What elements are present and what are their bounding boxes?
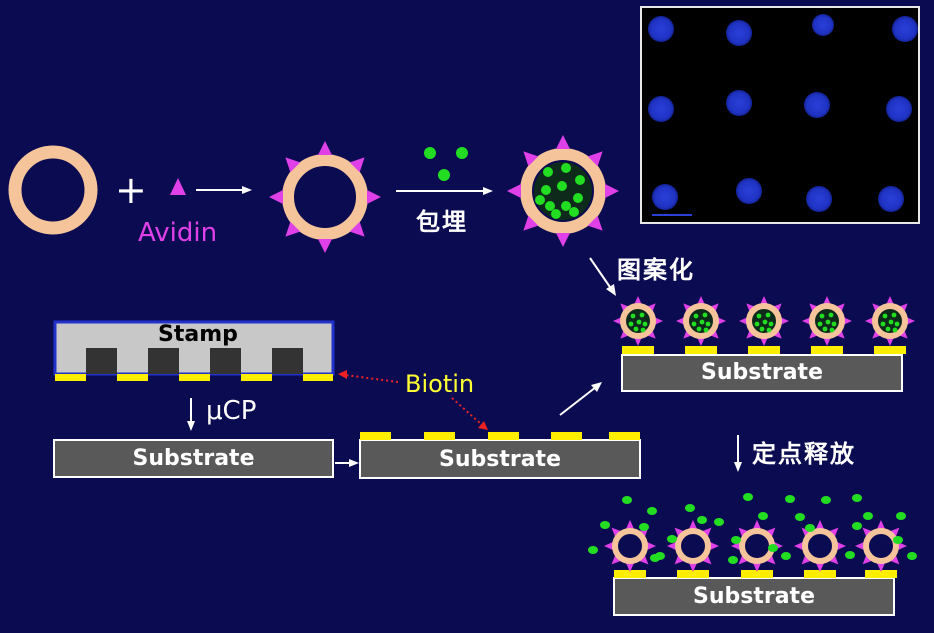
liposome-avidin	[282, 154, 368, 240]
micrograph-spot	[652, 184, 678, 210]
substrate-2	[359, 439, 641, 479]
micrograph-spot	[806, 186, 832, 212]
patterned-liposomes	[613, 296, 915, 354]
arrow-ucp-head	[187, 421, 195, 431]
released-liposomes	[604, 520, 907, 578]
arrow-step1-head	[242, 186, 252, 194]
micrograph-spot	[648, 16, 674, 42]
encapsulated-drugs	[535, 163, 585, 219]
arrow-to-patterned-head	[591, 382, 602, 392]
pattern-label: 图案化	[617, 255, 695, 284]
arrow-to-pattern-head	[606, 284, 616, 296]
biotin-pointer-stamp-head	[338, 370, 347, 379]
substrate-3-label: Substrate	[701, 360, 823, 385]
micrograph-spot	[726, 90, 752, 116]
micrograph-spot	[886, 96, 912, 122]
substrate-1-label: Substrate	[132, 446, 255, 471]
micrograph-spot	[648, 96, 674, 122]
substrate-2-label: Substrate	[439, 447, 561, 472]
drug-molecules	[424, 147, 468, 181]
arrow-to-patterned	[559, 386, 597, 416]
micrograph-spot	[736, 178, 762, 204]
micrograph-spot	[804, 92, 830, 118]
micrograph-scale-bar	[652, 214, 692, 216]
biotin-pointer-substrate	[451, 397, 483, 426]
stamp-biotin-ink	[55, 374, 333, 381]
ucp-label: μCP	[206, 396, 257, 426]
avidin-spikes	[269, 141, 381, 253]
fluorescence-micrograph	[640, 6, 920, 224]
arrow-sub1-sub2-head	[349, 459, 359, 467]
stamp-posts	[86, 348, 303, 374]
micrograph-spot	[812, 14, 834, 36]
substrate-1	[53, 439, 334, 478]
avidin-spikes-loaded	[507, 135, 619, 247]
embed-label: 包埋	[416, 207, 468, 236]
substrate-3	[621, 354, 903, 392]
biotin-label: Biotin	[405, 370, 475, 398]
liposome-plain	[8, 145, 98, 235]
arrow-to-pattern	[589, 257, 613, 291]
biotin-pointer-stamp	[344, 374, 399, 383]
micrograph-spot	[892, 16, 918, 42]
micrograph-spot	[878, 186, 904, 212]
plus-sign: +	[115, 168, 147, 212]
released-drugs	[588, 493, 917, 564]
release-label: 定点释放	[752, 439, 856, 468]
biotin-pattern	[360, 432, 640, 440]
micrograph-spot	[726, 20, 752, 46]
substrate-4-label: Substrate	[693, 584, 815, 609]
arrow-step2-head	[483, 187, 493, 195]
biotin-pointer-substrate-head	[478, 421, 488, 430]
avidin-label: Avidin	[138, 218, 218, 248]
arrow-release-head	[734, 462, 742, 472]
stamp-label: Stamp	[158, 322, 238, 347]
substrate-4	[613, 577, 895, 616]
avidin-triangle-icon	[170, 178, 186, 195]
